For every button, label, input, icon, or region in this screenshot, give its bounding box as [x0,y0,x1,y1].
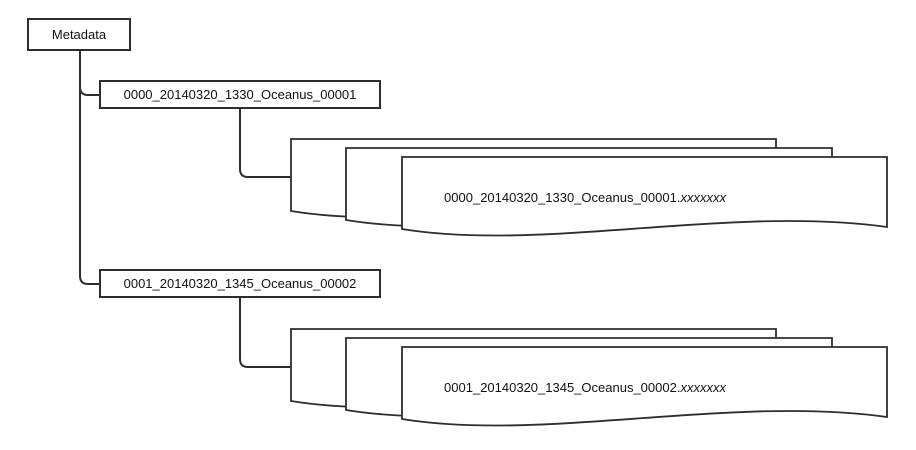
trunk-connector [79,50,100,285]
document-shape-front [401,156,888,237]
document-stack-2: 0001_20140320_1345_Oceanus_00002.xxxxxxx [290,328,888,427]
folder-box-2 [99,269,381,298]
folder-label-1: 0000_20140320_1330_Oceanus_00001 [124,87,357,102]
file-label-1-base: 0000_20140320_1330_Oceanus_00001. [444,190,680,205]
folder-node-1: 0000_20140320_1330_Oceanus_00001 [99,80,381,109]
metadata-node: Metadata [27,18,131,51]
document-shape-front [401,346,888,427]
document-stack-1: 0000_20140320_1330_Oceanus_00001.xxxxxxx [290,138,888,237]
file-label-2-base: 0001_20140320_1345_Oceanus_00002. [444,380,680,395]
metadata-label: Metadata [52,27,107,42]
file-label-1-ext: xxxxxxx [679,190,726,205]
metadata-box [27,18,131,51]
connectors [79,50,291,368]
folder-node-2: 0001_20140320_1345_Oceanus_00002 [99,269,381,298]
file-label-2: 0001_20140320_1345_Oceanus_00002.xxxxxxx [444,380,726,395]
stack-connector-1 [239,108,291,178]
file-label-2-ext: xxxxxxx [679,380,726,395]
branch-connector-1 [79,86,100,96]
file-label-1: 0000_20140320_1330_Oceanus_00001.xxxxxxx [444,190,726,205]
folder-label-2: 0001_20140320_1345_Oceanus_00002 [124,276,357,291]
stack-connector-2 [239,297,291,368]
folder-box-1 [99,80,381,109]
